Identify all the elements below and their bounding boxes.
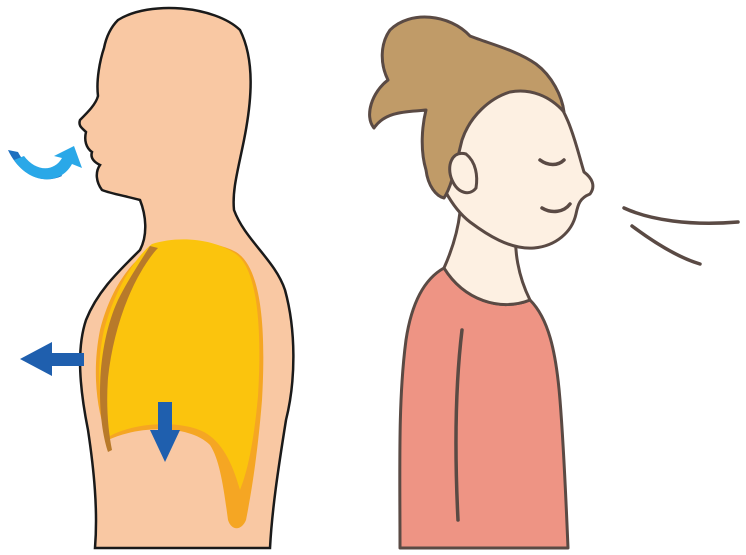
woman-exhaling-illustration [340, 0, 746, 555]
inhale-arrow-icon [8, 146, 82, 179]
woman-svg [340, 0, 746, 555]
breathing-anatomy-illustration [0, 0, 310, 555]
anatomy-svg [0, 0, 310, 555]
exhale-breath-lines-icon [624, 208, 738, 264]
chest-expand-arrow-icon [20, 342, 84, 376]
shirt [400, 268, 568, 548]
